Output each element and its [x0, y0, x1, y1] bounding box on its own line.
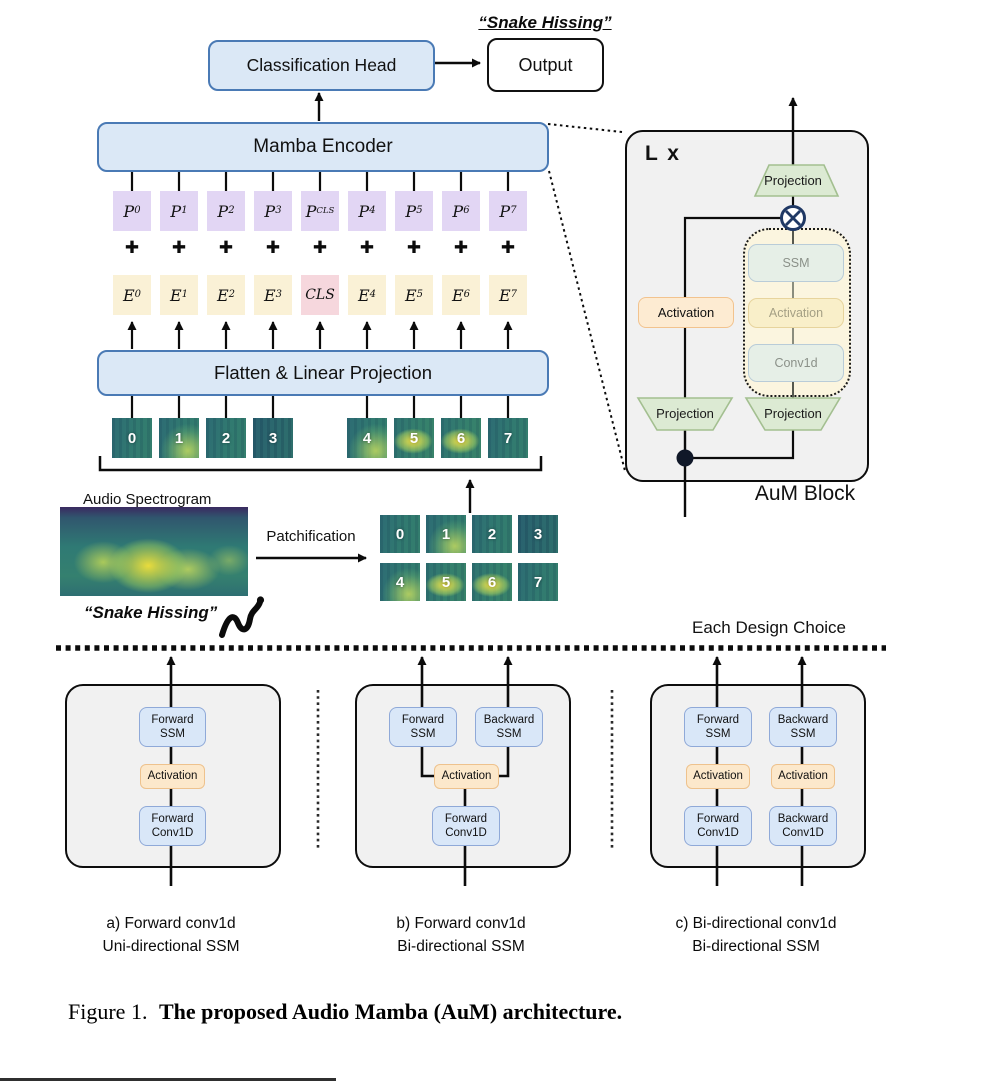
design-header: Each Design Choice: [691, 618, 847, 637]
sequence-bracket: [98, 456, 543, 472]
activation-left-box: Activation: [638, 297, 734, 328]
patch-grid-3: 3: [518, 515, 558, 553]
activation-inner-box: Activation: [748, 298, 844, 328]
plus-icon: ✚: [312, 238, 328, 257]
classification-head-label: Classification Head: [246, 55, 397, 75]
plus-icon: ✚: [406, 238, 422, 257]
plus-icon: ✚: [265, 238, 281, 257]
patch-grid-2: 2: [472, 515, 512, 553]
plus-icon: ✚: [453, 238, 469, 257]
projection-top-label: Projection: [764, 172, 822, 188]
mamba-encoder-label: Mamba Encoder: [253, 136, 393, 157]
design-b-activation: Activation: [434, 764, 499, 789]
plus-icon: ✚: [500, 238, 516, 257]
figure-caption: Figure 1. The proposed Audio Mamba (AuM)…: [68, 999, 622, 1025]
patch-seq-5: 5: [394, 418, 434, 458]
patch-seq-2: 2: [206, 418, 246, 458]
patch-grid-5: 5: [426, 563, 466, 601]
mamba-encoder-box: Mamba Encoder: [97, 122, 549, 172]
bottom-crop-line: [0, 1078, 336, 1081]
flatten-to-embedding-arrows: [127, 321, 513, 349]
cls-token: CLS: [301, 275, 339, 315]
design-a-activation: Activation: [140, 764, 205, 789]
conv1d-box: Conv1d: [748, 344, 844, 382]
snake-icon: [219, 596, 265, 638]
patch-seq-1: 1: [159, 418, 199, 458]
patch-seq-0: 0: [112, 418, 152, 458]
patch-seq-4: 4: [347, 418, 387, 458]
flatten-projection-label: Flatten & Linear Projection: [213, 362, 432, 383]
audio-spectrogram-image: [60, 507, 248, 596]
patch-grid-4: 4: [380, 563, 420, 601]
design-c-activation-fwd: Activation: [686, 764, 750, 789]
plus-icon: ✚: [124, 238, 140, 257]
zoom-connector-lines: [547, 123, 626, 472]
patch-seq-6: 6: [441, 418, 481, 458]
aum-repeat-label: L x: [645, 142, 681, 165]
plus-icon: ✚: [359, 238, 375, 257]
patch-grid-0: 0: [380, 515, 420, 553]
spectrogram-label: Audio Spectrogram: [83, 491, 212, 508]
figure-caption-prefix: Figure 1.: [68, 999, 148, 1024]
ssm-box: SSM: [748, 244, 844, 282]
plus-icon: ✚: [171, 238, 187, 257]
aum-block-title: AuM Block: [754, 482, 856, 505]
classification-head-box: Classification Head: [208, 40, 435, 91]
patchification-label: Patchification: [266, 528, 356, 545]
output-label: Output: [518, 54, 573, 75]
projection-left-label: Projection: [656, 405, 714, 421]
spectrogram-class-label: “Snake Hissing”: [84, 603, 218, 622]
plus-icon: ✚: [218, 238, 234, 257]
patch-seq-3: 3: [253, 418, 293, 458]
patch-grid-6: 6: [472, 563, 512, 601]
patch-grid-1: 1: [426, 515, 466, 553]
projection-right-label: Projection: [764, 405, 822, 421]
flatten-projection-box: Flatten & Linear Projection: [97, 350, 549, 396]
patch-grid-7: 7: [518, 563, 558, 601]
figure-caption-text: The proposed Audio Mamba (AuM) architect…: [158, 999, 623, 1024]
patch-seq-7: 7: [488, 418, 528, 458]
design-c-activation-bwd: Activation: [771, 764, 835, 789]
output-class-label: “Snake Hissing”: [478, 13, 612, 32]
output-box: Output: [487, 38, 604, 92]
